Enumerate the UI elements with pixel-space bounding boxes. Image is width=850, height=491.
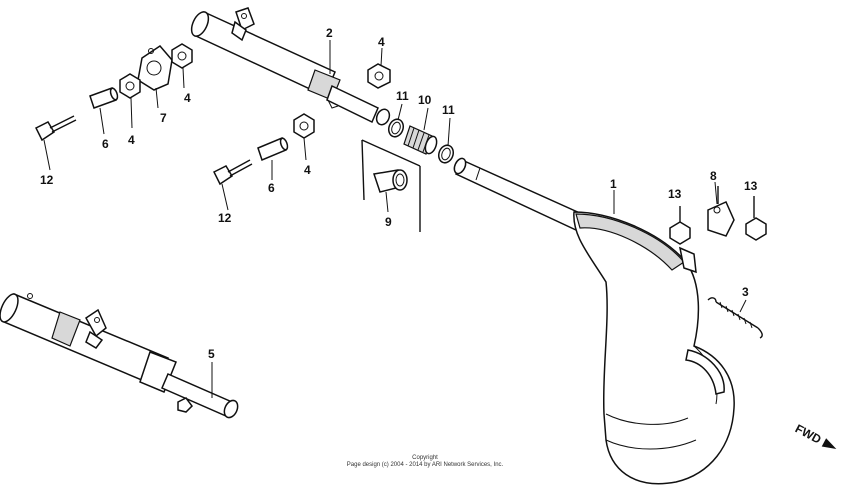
callout-4-right: 4	[378, 35, 385, 49]
part-4-nut-center[interactable]	[293, 113, 315, 139]
part-6-collar-upper[interactable]	[89, 87, 119, 109]
callout-1: 1	[610, 177, 617, 191]
part-2-silencer[interactable]	[188, 7, 392, 127]
part-13-bolt-left[interactable]	[669, 206, 691, 245]
copyright-line-1: Copyright	[412, 455, 438, 461]
callout-9: 9	[385, 215, 392, 229]
part-13-bolt-right[interactable]	[745, 196, 767, 241]
fwd-indicator: FWD	[793, 421, 837, 449]
part-11-gasket-left[interactable]	[386, 117, 405, 139]
part-9-grommet[interactable]	[361, 139, 421, 232]
part-3-spring[interactable]	[707, 297, 763, 339]
callout-6-upper: 6	[102, 137, 109, 151]
callout-12-lower: 12	[218, 211, 232, 225]
part-12-bolt-lower[interactable]	[212, 159, 253, 186]
callout-6-lower: 6	[268, 181, 275, 195]
part-6-collar-lower[interactable]	[257, 136, 289, 162]
callout-8: 8	[710, 169, 717, 183]
part-11-gasket-right[interactable]	[436, 143, 455, 165]
callout-12-upper: 12	[40, 173, 54, 187]
part-12-bolt-upper[interactable]	[34, 115, 77, 142]
callout-10: 10	[418, 93, 432, 107]
copyright-line-2: Page design (c) 2004 - 2014 by ARI Netwo…	[346, 462, 504, 468]
leader-lines	[43, 40, 747, 398]
part-8-stay[interactable]	[707, 186, 735, 237]
part-5-silencer-assembly[interactable]	[0, 291, 240, 419]
part-4-nut-right[interactable]	[367, 63, 391, 89]
part-10-joint-rubber[interactable]	[403, 125, 439, 155]
callout-labels: 1 2 3 4 4 4 4 5 6 6 7 8 9 10 11 11 12 12…	[40, 26, 758, 361]
fwd-label: FWD	[793, 421, 824, 446]
part-7-bracket[interactable]	[137, 45, 173, 91]
callout-3: 3	[742, 285, 749, 299]
callout-7: 7	[160, 111, 167, 125]
copyright-notice: Copyright Page design (c) 2004 - 2014 by…	[0, 455, 850, 469]
callout-11-left: 11	[396, 89, 409, 103]
callout-4-center: 4	[304, 163, 311, 177]
callout-2: 2	[326, 26, 333, 40]
part-4-nut-left[interactable]	[119, 73, 141, 99]
callout-5: 5	[208, 347, 215, 361]
part-1-expansion-chamber[interactable]	[452, 157, 735, 485]
callout-11-right: 11	[442, 103, 455, 117]
part-4-nut-upper[interactable]	[171, 43, 193, 69]
callout-4-left: 4	[128, 133, 135, 147]
callout-13-left: 13	[668, 187, 682, 201]
fwd-arrow-icon	[821, 438, 837, 449]
callout-4-upper: 4	[184, 91, 191, 105]
callout-13-right: 13	[744, 179, 758, 193]
